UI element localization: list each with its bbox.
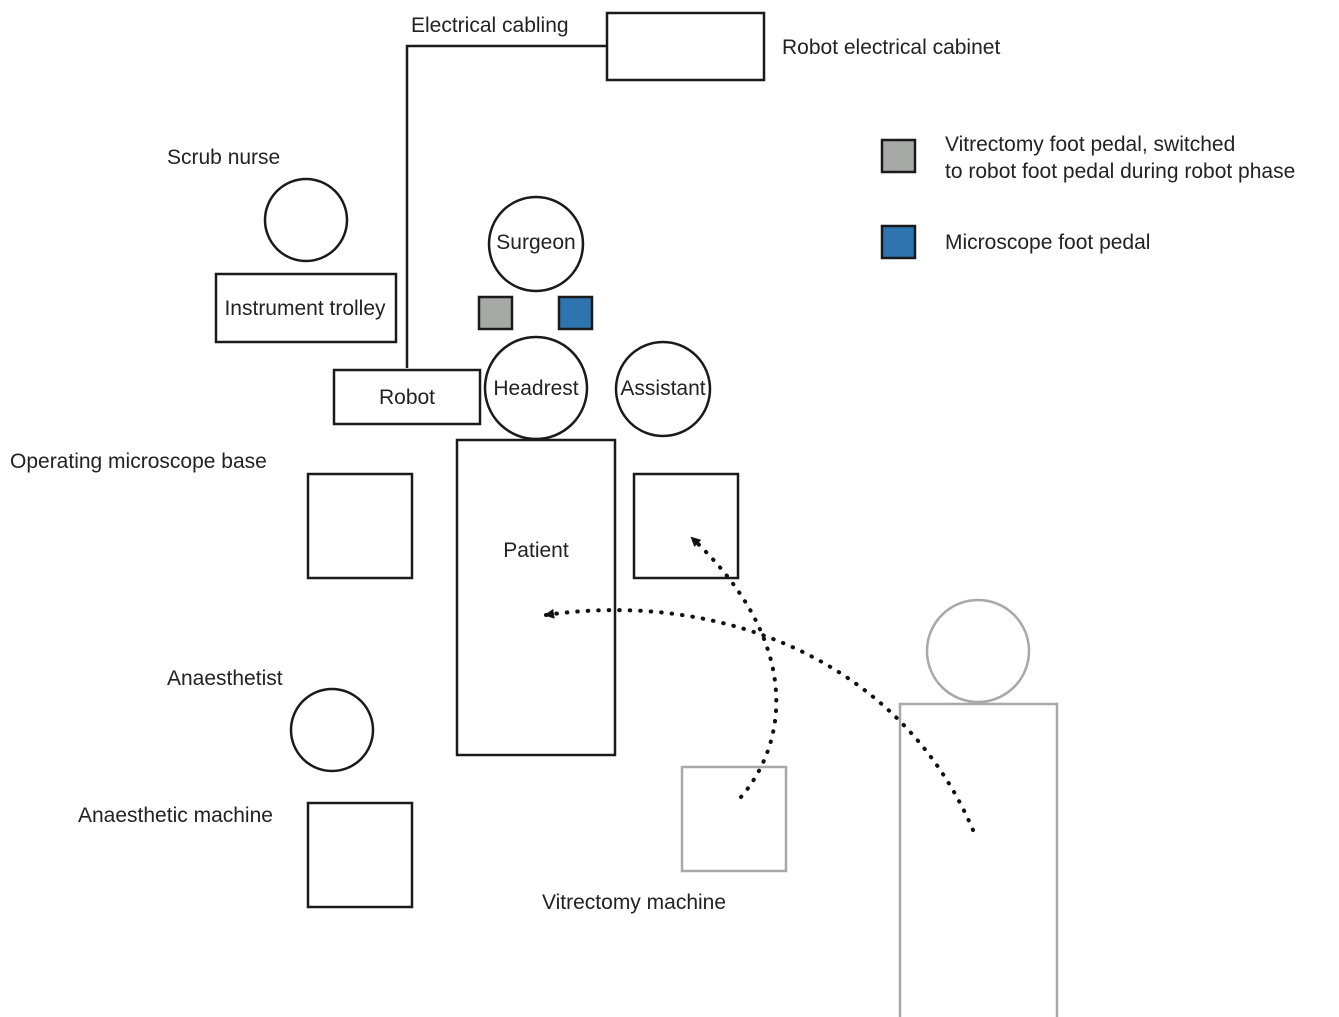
equipment-position-box xyxy=(632,472,740,580)
operating-microscope-base-label: Operating microscope base xyxy=(10,450,267,473)
surgeon-label: Surgeon xyxy=(496,231,575,254)
robot-electrical-cabinet-label: Robot electrical cabinet xyxy=(782,36,1000,59)
assistant-circle xyxy=(614,340,712,438)
robot-electrical-cabinet xyxy=(605,11,766,82)
electrical-cabling-line xyxy=(405,44,607,368)
legend-vitrectomy-pedal-line-2: to robot foot pedal during robot phase xyxy=(945,160,1295,183)
scrub-nurse-label: Scrub nurse xyxy=(167,146,280,169)
anaesthetist-label: Anaesthetist xyxy=(167,667,283,690)
patient-label: Patient xyxy=(503,539,569,562)
anaesthetist-circle xyxy=(289,687,375,773)
patient-box xyxy=(455,438,617,757)
assistant-label: Assistant xyxy=(620,377,705,400)
headrest-label: Headrest xyxy=(493,377,578,400)
anaesthetic-machine xyxy=(306,801,414,909)
vitrectomy-machine-label: Vitrectomy machine xyxy=(542,891,726,914)
robot-box xyxy=(332,368,482,426)
legend-microscope-pedal-text: Microscope foot pedal xyxy=(945,231,1150,254)
instrument-trolley xyxy=(214,272,398,344)
scrub-nurse-circle xyxy=(263,177,349,263)
electrical-cabling-label: Electrical cabling xyxy=(411,14,569,37)
relocated-person-body xyxy=(898,702,1059,1017)
vitrectomy-foot-pedal xyxy=(477,295,514,331)
person-move-arrow xyxy=(544,608,975,832)
vitrectomy-machine xyxy=(680,765,788,873)
instrument-trolley-label: Instrument trolley xyxy=(224,297,386,320)
legend-vitrectomy-pedal-text: Vitrectomy foot pedal, switched to robot… xyxy=(945,133,1295,183)
legend-vitrectomy-pedal-swatch xyxy=(880,138,917,174)
vitrectomy-machine-move-arrow xyxy=(690,536,779,799)
anaesthetic-machine-label: Anaesthetic machine xyxy=(78,804,273,827)
robot-label: Robot xyxy=(379,386,435,409)
surgeon-circle xyxy=(487,195,585,293)
microscope-foot-pedal xyxy=(557,295,594,331)
legend-vitrectomy-pedal-line-1: Vitrectomy foot pedal, switched xyxy=(945,133,1235,156)
legend-microscope-pedal-swatch xyxy=(880,224,917,260)
operating-microscope-base xyxy=(306,472,414,580)
legend: Vitrectomy foot pedal, switched to robot… xyxy=(880,133,1295,260)
relocated-person-head xyxy=(925,598,1031,704)
